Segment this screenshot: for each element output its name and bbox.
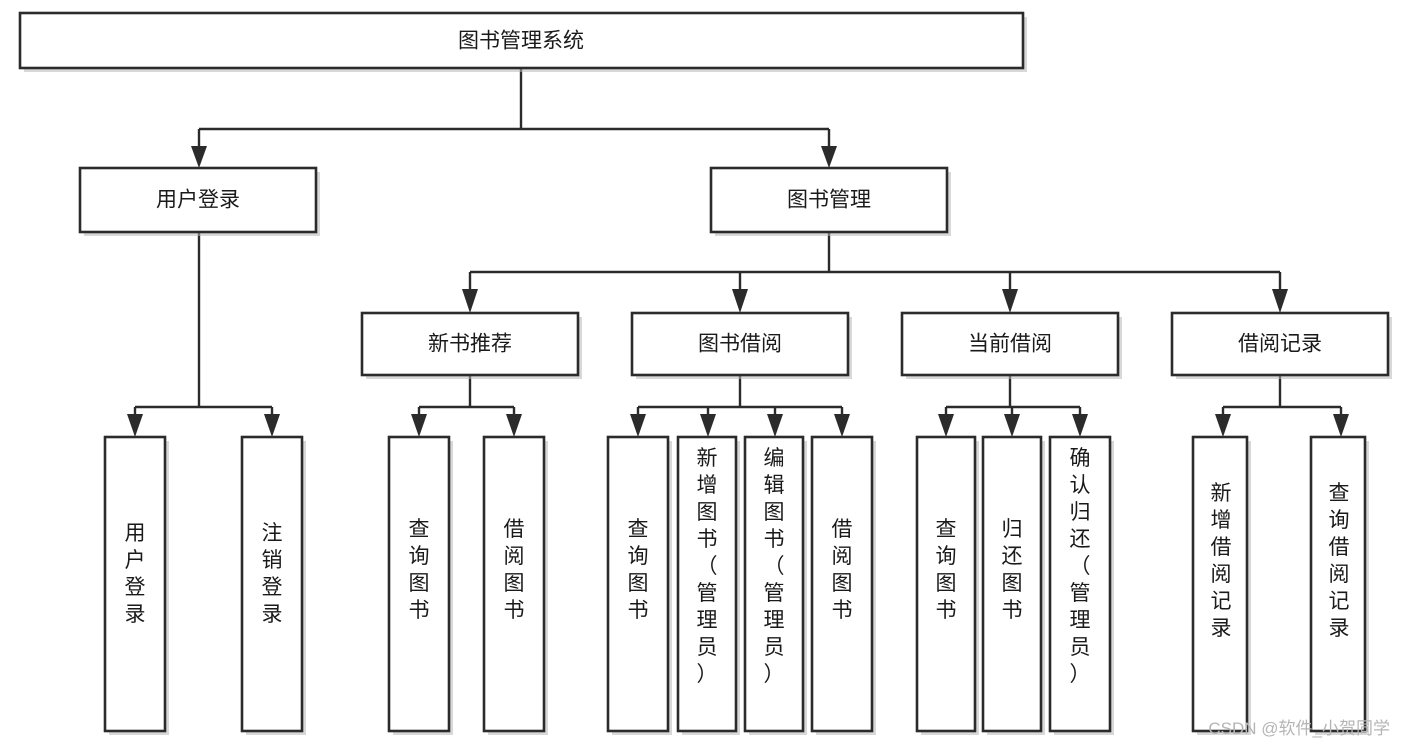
node-leaf-9-label: 查询图书 <box>936 518 957 622</box>
node-leaf-12-box <box>1191 435 1249 733</box>
arrowhead-leaf-2 <box>264 414 280 437</box>
node-login[interactable]: 用户登录 <box>78 166 320 236</box>
node-root[interactable]: 图书管理系统 <box>18 11 1027 72</box>
node-root-box <box>18 11 1025 70</box>
node-login-label: 用户登录 <box>156 189 240 212</box>
node-leaf-4-label: 借阅图书 <box>504 518 525 622</box>
node-leaf-3[interactable]: 查询图书 <box>387 435 453 735</box>
arrowhead-bookmgmt <box>821 146 837 168</box>
node-borrow[interactable]: 图书借阅 <box>630 311 852 379</box>
arrowhead-newbook <box>462 289 478 313</box>
node-leaf-3-box <box>387 435 451 733</box>
node-leaf-1[interactable]: 用户登录 <box>103 435 169 735</box>
node-leaf-8-label: 借阅图书 <box>832 518 853 622</box>
node-leaf-13-label: 查询借阅记录 <box>1329 482 1350 640</box>
node-bookmgmt[interactable]: 图书管理 <box>709 166 951 236</box>
node-records-box <box>1170 311 1390 377</box>
node-leaf-9-box <box>915 435 977 733</box>
arrowhead-leaf-11 <box>1072 414 1088 437</box>
node-leaf-6[interactable]: 新增图书（管理员） <box>676 435 740 735</box>
node-leaf-10-box <box>981 435 1043 733</box>
arrowhead-leaf-7 <box>767 414 783 437</box>
node-leaf-13-box <box>1309 435 1367 733</box>
node-leaf-12[interactable]: 新增借阅记录 <box>1191 435 1251 735</box>
node-leaf-7-label: 编辑图书（管理员） <box>764 447 785 686</box>
arrowhead-borrow <box>732 289 748 313</box>
node-login-box <box>78 166 318 234</box>
arrowhead-leaf-8 <box>834 414 850 437</box>
node-root-label: 图书管理系统 <box>458 30 584 53</box>
node-leaf-5[interactable]: 查询图书 <box>606 435 672 735</box>
arrowhead-current <box>1002 289 1018 313</box>
node-newbook[interactable]: 新书推荐 <box>360 311 582 379</box>
node-leaf-2-label: 注销登录 <box>262 522 283 626</box>
csdn-watermark: CSDN @软件_小贺同学 <box>1208 719 1390 738</box>
node-leaf-13[interactable]: 查询借阅记录 <box>1309 435 1369 735</box>
node-leaf-3-label: 查询图书 <box>409 518 430 622</box>
node-borrow-label: 图书借阅 <box>698 333 782 356</box>
node-leaf-6-label: 新增图书（管理员） <box>697 447 718 686</box>
node-leaf-1-label: 用户登录 <box>125 522 146 626</box>
node-leaf-5-label: 查询图书 <box>628 518 649 622</box>
node-leaf-4[interactable]: 借阅图书 <box>482 435 548 735</box>
arrowhead-leaf-3 <box>411 414 427 437</box>
node-leaf-12-label: 新增借阅记录 <box>1211 482 1232 640</box>
arrowhead-leaf-5 <box>630 414 646 437</box>
node-leaf-10-label: 归还图书 <box>1002 518 1023 622</box>
arrowhead-login <box>191 146 207 168</box>
node-current-box <box>900 311 1120 377</box>
node-leaf-11-label: 确认归还（管理员） <box>1070 447 1091 686</box>
arrowhead-leaf-1 <box>127 414 143 437</box>
arrowhead-leaf-10 <box>1004 414 1020 437</box>
node-leaf-8[interactable]: 借阅图书 <box>810 435 876 735</box>
arrowhead-records <box>1272 289 1288 313</box>
arrowhead-leaf-4 <box>506 414 522 437</box>
node-leaf-10[interactable]: 归还图书 <box>981 435 1045 735</box>
node-leaf-6-box <box>676 435 738 733</box>
node-newbook-box <box>360 311 580 377</box>
node-bookmgmt-box <box>709 166 949 234</box>
node-leaf-9[interactable]: 查询图书 <box>915 435 979 735</box>
node-leaf-1-box <box>103 435 167 733</box>
node-borrow-box <box>630 311 850 377</box>
node-leaf-4-box <box>482 435 546 733</box>
node-leaf-5-box <box>606 435 670 733</box>
arrowhead-leaf-13 <box>1333 414 1349 437</box>
node-leaf-7-box <box>743 435 805 733</box>
node-records[interactable]: 借阅记录 <box>1170 311 1392 379</box>
node-leaf-2-box <box>240 435 304 733</box>
node-current-label: 当前借阅 <box>968 333 1052 356</box>
node-leaf-8-box <box>810 435 874 733</box>
connectors-layer <box>127 68 1349 437</box>
node-leaf-11-box <box>1048 435 1112 733</box>
node-newbook-label: 新书推荐 <box>428 333 512 356</box>
node-bookmgmt-label: 图书管理 <box>787 189 871 212</box>
node-current[interactable]: 当前借阅 <box>900 311 1122 379</box>
node-leaf-7[interactable]: 编辑图书（管理员） <box>743 435 807 735</box>
node-leaf-2[interactable]: 注销登录 <box>240 435 306 735</box>
arrowhead-leaf-6 <box>700 414 716 437</box>
node-records-label: 借阅记录 <box>1238 333 1322 356</box>
node-leaf-11[interactable]: 确认归还（管理员） <box>1048 435 1114 735</box>
arrowhead-leaf-12 <box>1215 414 1231 437</box>
arrowhead-leaf-9 <box>938 414 954 437</box>
